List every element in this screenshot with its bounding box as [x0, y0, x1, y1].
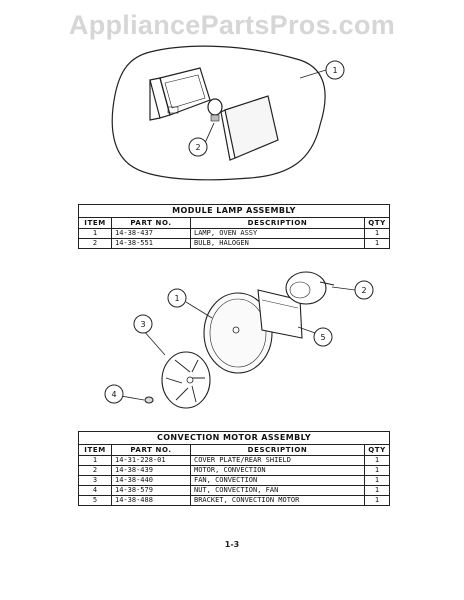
callout-4-label: 4 — [111, 390, 116, 399]
item-cell: 1 — [78, 455, 112, 466]
assembly-outline — [111, 45, 326, 181]
table-row: 2 14-38-439 MOTOR, CONVECTION 1 — [78, 465, 390, 476]
callout-3-label: 3 — [140, 320, 145, 329]
page-number: 1-3 — [224, 540, 240, 549]
qty-cell: 1 — [364, 238, 390, 249]
col-header-part-no: PART NO. — [111, 217, 191, 229]
col-header-qty: QTY — [364, 444, 390, 456]
convection-motor-parts-table: CONVECTION MOTOR ASSEMBLY ITEM PART NO. … — [78, 431, 390, 506]
description-cell: BULB, HALOGEN — [190, 238, 365, 249]
convection-motor — [285, 271, 327, 305]
part-no-cell: 14-38-488 — [111, 495, 191, 506]
qty-cell: 1 — [364, 228, 390, 239]
callout-3-circle — [133, 314, 153, 334]
description-cell: COVER PLATE/REAR SHIELD — [190, 455, 365, 466]
callout-2-label: 2 — [361, 286, 366, 295]
item-cell: 3 — [78, 475, 112, 486]
col-header-item: ITEM — [78, 217, 112, 229]
col-header-qty: QTY — [364, 217, 390, 229]
callout-2-label: 2 — [195, 143, 200, 152]
callout-1-circle — [325, 60, 345, 80]
lamp-lens-panel — [224, 95, 279, 159]
description-cell: FAN, CONVECTION — [190, 475, 365, 486]
col-header-item: ITEM — [78, 444, 112, 456]
motor-bracket — [257, 289, 303, 339]
qty-cell: 1 — [364, 465, 390, 476]
col-header-description: DESCRIPTION — [190, 444, 365, 456]
description-cell: BRACKET, CONVECTION MOTOR — [190, 495, 365, 506]
description-cell: MOTOR, CONVECTION — [190, 465, 365, 476]
callout-2-circle — [354, 280, 374, 300]
callout-1-label: 1 — [174, 294, 179, 303]
table-row: 1 14-38-437 LAMP, OVEN ASSY 1 — [78, 228, 390, 239]
module-lamp-parts-table: MODULE LAMP ASSEMBLY ITEM PART NO. DESCR… — [78, 204, 390, 249]
description-cell: LAMP, OVEN ASSY — [190, 228, 365, 239]
convection-fan — [161, 351, 211, 409]
qty-cell: 1 — [364, 495, 390, 506]
item-cell: 5 — [78, 495, 112, 506]
cover-plate — [203, 292, 273, 374]
item-cell: 2 — [78, 238, 112, 249]
table-row: 5 14-38-488 BRACKET, CONVECTION MOTOR 1 — [78, 495, 390, 506]
part-no-cell: 14-38-439 — [111, 465, 191, 476]
callout-1-circle — [167, 288, 187, 308]
table-row: 4 14-38-579 NUT, CONVECTION, FAN 1 — [78, 485, 390, 496]
callout-5-label: 5 — [320, 333, 325, 342]
part-no-cell: 14-38-440 — [111, 475, 191, 486]
qty-cell: 1 — [364, 485, 390, 496]
part-no-cell: 14-38-551 — [111, 238, 191, 249]
item-cell: 2 — [78, 465, 112, 476]
watermark-text: AppliancePartsPros.com — [68, 10, 396, 40]
callout-4-circle — [104, 384, 124, 404]
col-header-description: DESCRIPTION — [190, 217, 365, 229]
fan-nut — [144, 396, 154, 404]
table-row: 1 14-31-228-01 COVER PLATE/REAR SHIELD 1 — [78, 455, 390, 466]
item-cell: 1 — [78, 228, 112, 239]
table-row: 3 14-38-440 FAN, CONVECTION 1 — [78, 475, 390, 486]
callout-2-circle — [188, 137, 208, 157]
part-no-cell: 14-31-228-01 — [111, 455, 191, 466]
callout-5-circle — [313, 327, 333, 347]
qty-cell: 1 — [364, 475, 390, 486]
table-title: CONVECTION MOTOR ASSEMBLY — [78, 431, 390, 445]
part-no-cell: 14-38-579 — [111, 485, 191, 496]
callout-1-label: 1 — [332, 66, 337, 75]
table-row: 2 14-38-551 BULB, HALOGEN 1 — [78, 238, 390, 249]
description-cell: NUT, CONVECTION, FAN — [190, 485, 365, 496]
col-header-part-no: PART NO. — [111, 444, 191, 456]
qty-cell: 1 — [364, 455, 390, 466]
part-no-cell: 14-38-437 — [111, 228, 191, 239]
item-cell: 4 — [78, 485, 112, 496]
table-title: MODULE LAMP ASSEMBLY — [78, 204, 390, 218]
